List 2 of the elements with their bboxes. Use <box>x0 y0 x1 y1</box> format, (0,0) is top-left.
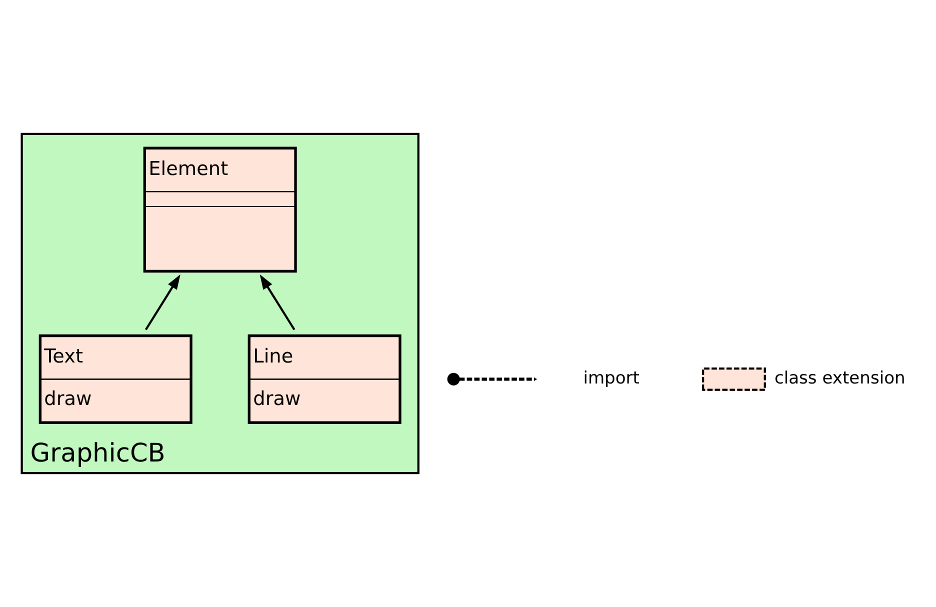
legend-label: class extension <box>774 368 905 388</box>
legend-label: import <box>582 368 640 388</box>
